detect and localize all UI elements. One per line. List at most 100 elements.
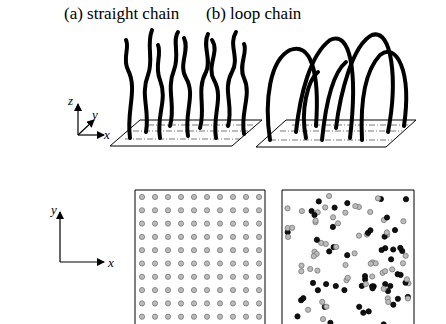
grafting-point xyxy=(152,221,157,226)
grafting-point xyxy=(384,230,389,235)
grafting-point xyxy=(191,221,196,226)
grafting-point xyxy=(230,274,235,279)
grafting-point xyxy=(403,197,408,202)
grafting-point xyxy=(362,274,367,279)
grafting-point xyxy=(334,244,339,249)
grafting-point xyxy=(391,302,396,307)
grafting-point xyxy=(286,234,291,239)
grafting-point xyxy=(256,234,261,239)
grafting-point xyxy=(401,219,406,224)
grafting-point xyxy=(217,221,222,226)
straight-chains xyxy=(126,30,247,138)
grafting-point xyxy=(178,234,183,239)
grafting-point xyxy=(243,194,248,199)
grafting-point xyxy=(230,234,235,239)
grafting-point xyxy=(384,215,389,220)
grafting-point xyxy=(217,274,222,279)
grafting-point xyxy=(230,248,235,253)
grafting-point xyxy=(191,248,196,253)
grafting-point xyxy=(165,261,170,266)
grafting-point xyxy=(230,208,235,213)
substrate-planes xyxy=(110,120,416,147)
grafting-point xyxy=(217,194,222,199)
straight-grafting-map xyxy=(139,194,261,319)
grafting-point xyxy=(139,274,144,279)
loop-chains xyxy=(268,34,406,140)
grafting-point xyxy=(256,261,261,266)
grafting-point xyxy=(398,245,403,250)
grafting-point xyxy=(345,275,350,280)
grafting-point xyxy=(204,221,209,226)
grafting-point xyxy=(152,274,157,279)
grafting-point xyxy=(404,277,409,282)
grafting-point xyxy=(405,296,410,301)
grafting-point xyxy=(357,304,362,309)
grafting-point xyxy=(299,263,304,268)
grafting-point xyxy=(191,301,196,306)
grafting-point xyxy=(178,208,183,213)
grafting-point xyxy=(217,301,222,306)
grafting-point xyxy=(323,241,328,246)
grafting-point xyxy=(363,282,368,287)
grafting-point xyxy=(356,233,361,238)
grafting-point xyxy=(191,288,196,293)
grafting-point xyxy=(345,201,350,206)
grafting-point xyxy=(403,253,408,258)
grafting-point xyxy=(311,254,316,259)
grafting-point xyxy=(217,234,222,239)
grafting-point xyxy=(390,267,395,272)
grafting-point xyxy=(230,288,235,293)
grafting-point xyxy=(204,301,209,306)
grafting-point xyxy=(333,283,338,288)
grafting-point xyxy=(386,299,391,304)
grafting-point xyxy=(285,206,290,211)
grafting-point xyxy=(290,225,295,230)
grafting-point xyxy=(332,205,337,210)
grafting-point xyxy=(178,314,183,319)
grafting-point xyxy=(217,208,222,213)
grafting-point xyxy=(345,253,350,258)
grafting-point xyxy=(243,274,248,279)
grafting-point xyxy=(256,274,261,279)
grafting-point xyxy=(323,205,328,210)
grafting-point xyxy=(256,248,261,253)
grafting-point xyxy=(375,196,380,201)
grafting-point xyxy=(178,288,183,293)
grafting-point xyxy=(320,317,325,322)
grafting-point xyxy=(243,248,248,253)
grafting-point xyxy=(178,301,183,306)
grafting-point xyxy=(392,228,397,233)
grafting-point xyxy=(301,296,306,301)
grafting-point xyxy=(324,304,329,309)
grafting-point xyxy=(381,286,386,291)
grafting-point xyxy=(191,274,196,279)
grafting-point xyxy=(335,221,340,226)
grafting-point xyxy=(152,248,157,253)
grafting-point xyxy=(204,208,209,213)
grafting-point xyxy=(256,314,261,319)
grafting-point xyxy=(243,314,248,319)
grafting-point xyxy=(204,248,209,253)
grafting-point xyxy=(342,288,347,293)
grafting-point xyxy=(165,194,170,199)
grafting-point xyxy=(366,309,371,314)
grafting-point xyxy=(324,282,329,287)
grafting-point xyxy=(191,234,196,239)
grafting-point xyxy=(368,209,373,214)
grafting-point xyxy=(152,234,157,239)
grafting-point xyxy=(178,274,183,279)
grafting-point xyxy=(178,194,183,199)
grafting-point xyxy=(139,301,144,306)
grafting-point xyxy=(217,261,222,266)
grafting-point xyxy=(320,299,325,304)
grafting-point xyxy=(191,194,196,199)
grafting-point xyxy=(370,274,375,279)
grafting-point xyxy=(152,194,157,199)
loop-grafting-map xyxy=(285,193,411,324)
grafting-point xyxy=(256,288,261,293)
grafting-point xyxy=(165,288,170,293)
grafting-point xyxy=(204,288,209,293)
grafting-point xyxy=(230,301,235,306)
grafting-point xyxy=(368,261,373,266)
